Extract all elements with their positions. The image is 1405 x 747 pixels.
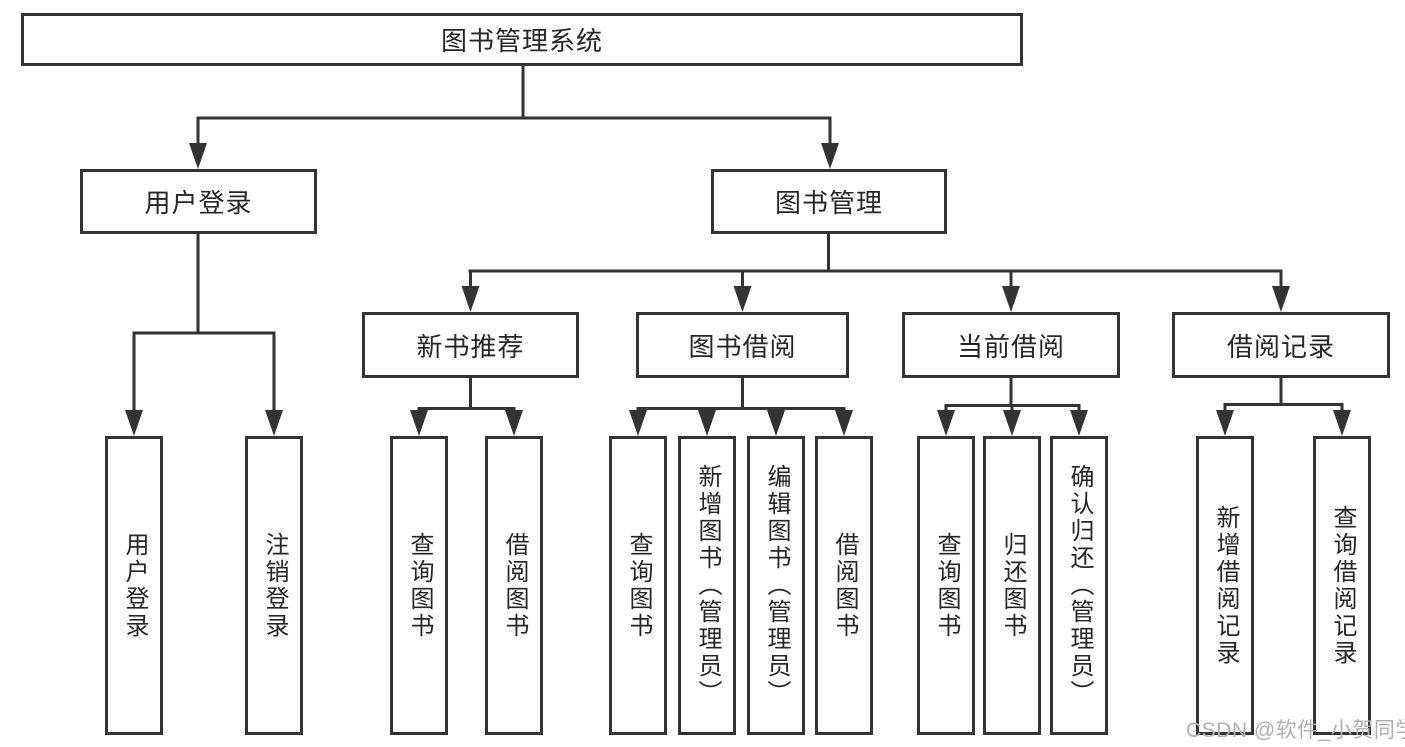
node-user-login: 用户登录 (80, 169, 317, 234)
leaf-query-books-recommend: 查询图书 (390, 436, 448, 735)
node-borrow-records: 借阅记录 (1172, 312, 1390, 378)
leaf-query-books-current: 查询图书 (917, 436, 975, 735)
leaf-add-borrow-record: 新增借阅记录 (1196, 436, 1254, 735)
leaf-borrow-books-recommend: 借阅图书 (485, 436, 543, 735)
arrowhead (698, 410, 716, 436)
arrowhead (1272, 286, 1290, 312)
arrowhead (189, 143, 207, 169)
arrowhead (410, 410, 428, 436)
node-current-borrow: 当前借阅 (902, 312, 1120, 378)
leaf-confirm-return-admin: 确认归还（管理员） (1050, 436, 1108, 735)
arrowhead (1003, 410, 1021, 436)
leaf-query-borrow-record: 查询借阅记录 (1313, 436, 1371, 735)
arrowhead (937, 410, 955, 436)
node-book-management: 图书管理 (711, 169, 947, 234)
arrowhead (767, 410, 785, 436)
arrowhead (821, 143, 839, 169)
arrowhead (1070, 410, 1088, 436)
arrowhead (1002, 286, 1020, 312)
leaf-user-login: 用户登录 (105, 436, 163, 735)
leaf-logout: 注销登录 (245, 436, 303, 735)
arrowhead (1333, 410, 1351, 436)
leaf-return-book: 归还图书 (983, 436, 1041, 735)
leaf-borrow-books: 借阅图书 (815, 436, 873, 735)
arrowhead (265, 410, 283, 436)
arrowhead (1216, 410, 1234, 436)
leaf-edit-book-admin: 编辑图书（管理员） (747, 436, 805, 735)
arrowhead (835, 410, 853, 436)
csdn-watermark: CSDN @软件_小贺同学 (1186, 719, 1405, 742)
arrowhead (629, 410, 647, 436)
node-new-book-recommend: 新书推荐 (362, 312, 579, 378)
leaf-add-book-admin: 新增图书（管理员） (678, 436, 736, 735)
arrowhead (461, 286, 480, 312)
leaf-query-books-borrow: 查询图书 (609, 436, 667, 735)
arrowhead (505, 410, 523, 436)
node-library-management-system: 图书管理系统 (21, 13, 1023, 66)
arrowhead (125, 410, 143, 436)
arrowhead (733, 286, 752, 312)
node-book-borrow: 图书借阅 (636, 312, 849, 378)
